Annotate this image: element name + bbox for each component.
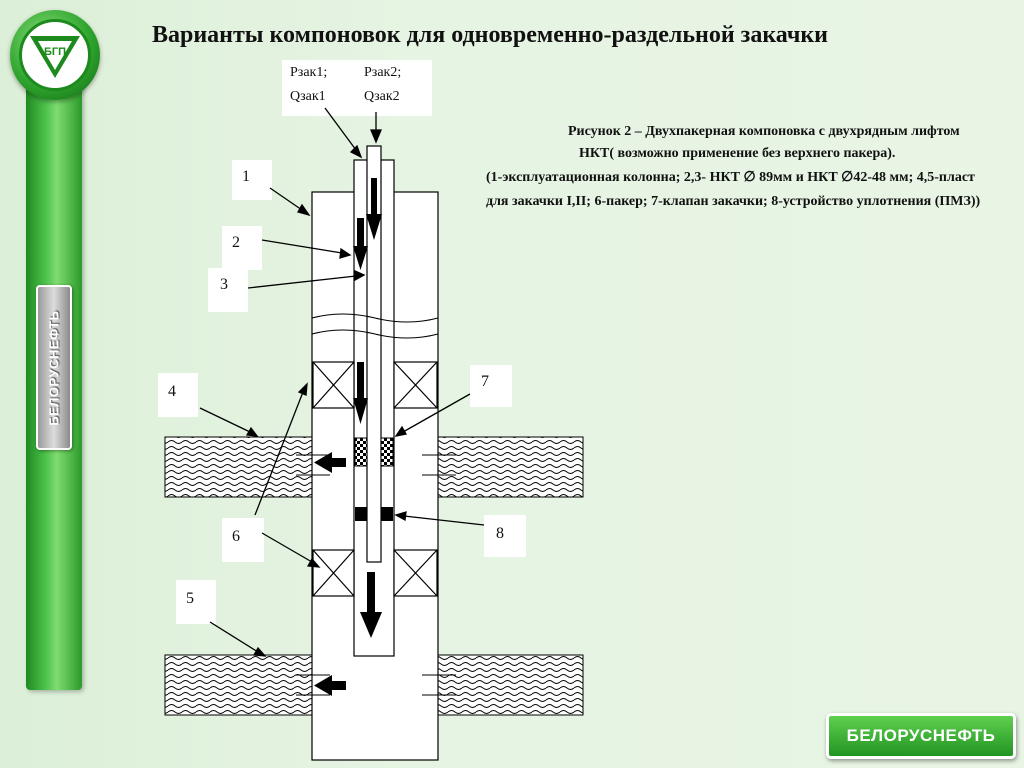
callout-8: 8 [496, 525, 504, 542]
callout-5: 5 [186, 590, 194, 607]
slide-title: Варианты компоновок для одновременно-раз… [152, 22, 829, 48]
pressure-2-label: Рзак2; [364, 65, 402, 80]
sealing-device [355, 507, 393, 521]
pressure-label-box: Рзак1; Qзак1 Рзак2; Qзак2 [282, 60, 432, 116]
brand-badge: БЕЛОРУСНЕФТЬ [826, 713, 1016, 759]
callout-box-3: 3 [208, 268, 248, 312]
leader-lines [199, 107, 485, 657]
lower-packer [312, 549, 438, 597]
flow-arrows [314, 178, 382, 696]
pressure-1-label: Рзак1; [290, 65, 328, 80]
callout-1: 1 [242, 168, 250, 185]
callout-2: 2 [232, 234, 240, 251]
callout-box-7: 7 [470, 365, 512, 407]
injection-valve [354, 437, 394, 467]
logo-inner: БГП [19, 19, 91, 91]
caption-line-2: НКТ( возможно применение без верхнего па… [579, 146, 896, 161]
callout-3: 3 [220, 276, 228, 293]
caption-legend: (1-эксплуатационная колонна; 2,3- НКТ ∅ … [486, 170, 981, 209]
company-logo: БГП [10, 10, 100, 100]
callout-box-1: 1 [232, 160, 272, 200]
callout-7: 7 [481, 373, 489, 390]
callout-4: 4 [168, 383, 176, 400]
upper-packer [312, 361, 438, 409]
callout-box-5: 5 [176, 580, 216, 624]
flow-1-label: Qзак1 [290, 89, 326, 104]
side-brand-label: БЕЛОРУСНЕФТЬ [36, 285, 72, 450]
inner-tubing [366, 145, 382, 563]
flow-2-label: Qзак2 [364, 89, 400, 104]
caption-line-1: Рисунок 2 – Двухпакерная компоновка с дв… [568, 124, 960, 139]
perforations [296, 454, 456, 696]
callout-box-2: 2 [222, 226, 262, 270]
formation-layer-1 [164, 436, 584, 498]
callout-6: 6 [232, 528, 240, 545]
break-lines [311, 313, 439, 339]
callout-box-8: 8 [484, 515, 526, 557]
logo-text: БГП [44, 46, 66, 58]
callout-box-6: 6 [222, 518, 264, 562]
formation-layer-2 [164, 654, 584, 716]
logo-emblem-icon: БГП [30, 36, 80, 78]
callout-box-4: 4 [158, 373, 198, 417]
